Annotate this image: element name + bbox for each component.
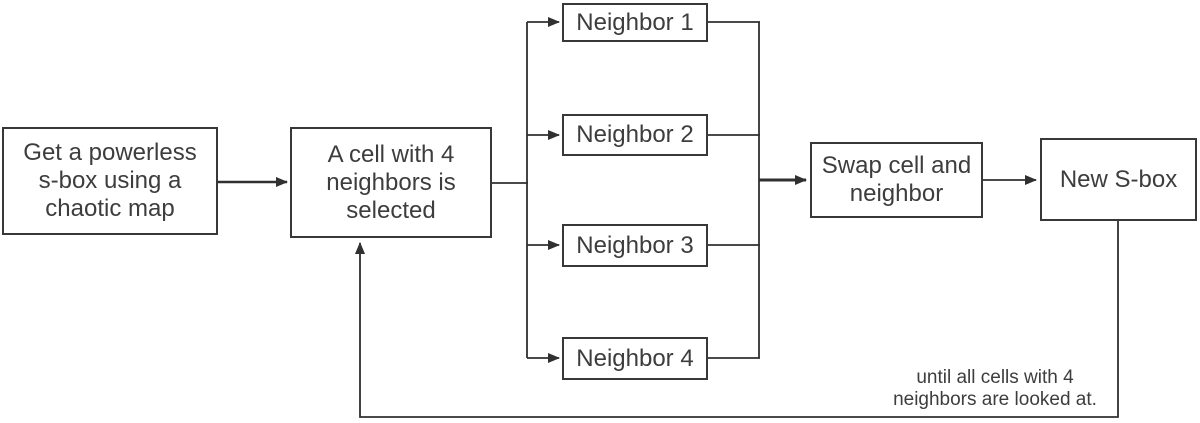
node-swap-cell-neighbor: Swap cell and neighbor bbox=[810, 142, 983, 218]
node-neighbor-3: Neighbor 3 bbox=[562, 224, 708, 267]
node-cell-selected: A cell with 4 neighbors is selected bbox=[290, 127, 492, 238]
edge-feedback-loop bbox=[355, 220, 1119, 418]
node-swap-cell-neighbor-label: Swap cell and neighbor bbox=[821, 152, 972, 207]
node-get-powerless-sbox: Get a powerless s-box using a chaotic ma… bbox=[2, 127, 218, 235]
node-neighbor-2-label: Neighbor 2 bbox=[576, 121, 694, 148]
node-get-powerless-sbox-label: Get a powerless s-box using a chaotic ma… bbox=[23, 139, 197, 222]
node-new-sbox: New S-box bbox=[1040, 138, 1197, 221]
node-new-sbox-label: New S-box bbox=[1059, 165, 1178, 193]
node-cell-selected-label: A cell with 4 neighbors is selected bbox=[326, 140, 456, 224]
node-neighbor-3-label: Neighbor 3 bbox=[576, 231, 694, 259]
node-neighbor-4: Neighbor 4 bbox=[562, 337, 708, 380]
node-neighbor-1: Neighbor 1 bbox=[562, 3, 708, 42]
node-neighbor-2: Neighbor 2 bbox=[562, 114, 708, 156]
node-neighbor-1-label: Neighbor 1 bbox=[576, 8, 694, 36]
node-neighbor-4-label: Neighbor 4 bbox=[576, 344, 694, 372]
loop-condition-caption: until all cells with 4 neighbors are loo… bbox=[893, 367, 1097, 410]
